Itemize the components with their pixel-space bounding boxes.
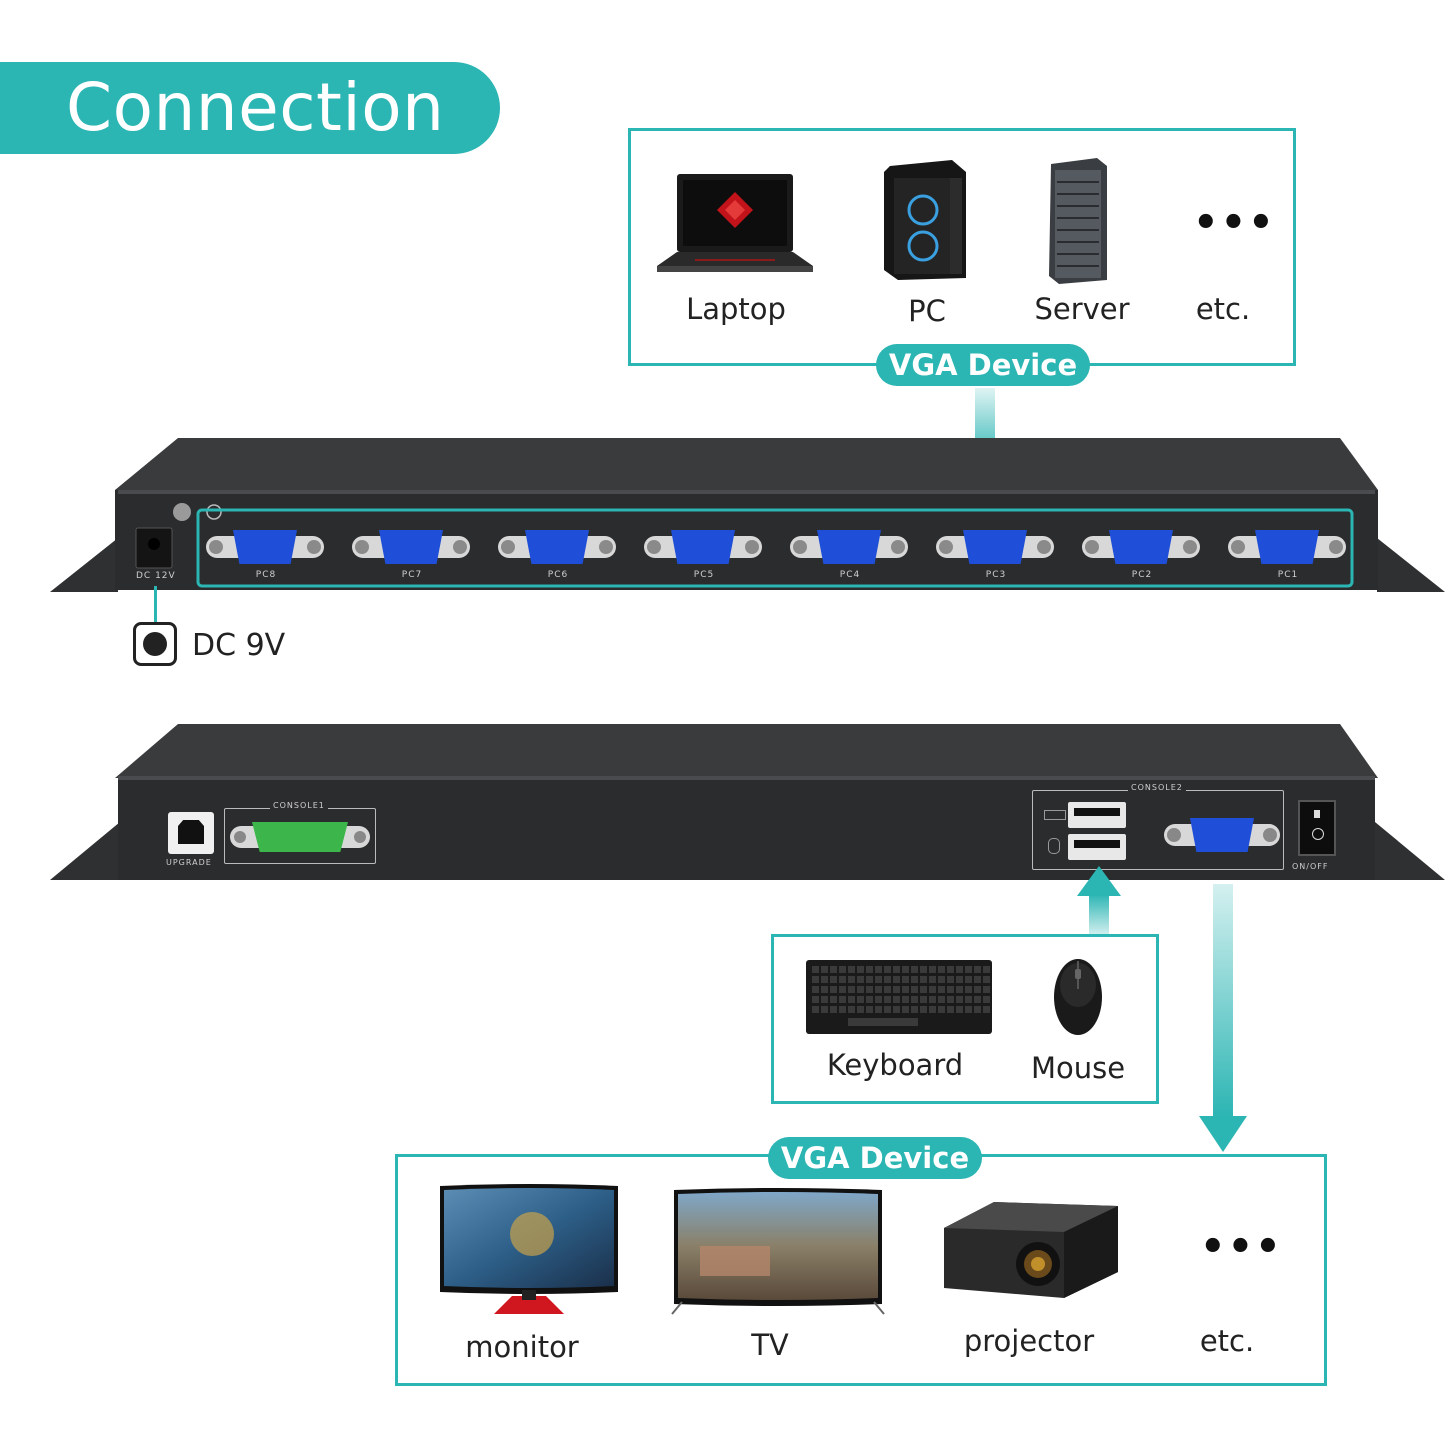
dvi-port: [230, 820, 370, 854]
etc-label: etc.: [1199, 1324, 1255, 1358]
pc-tower-icon: [884, 160, 966, 280]
vga-port-pc3: [936, 528, 1054, 564]
power-jack-icon: [133, 622, 177, 666]
usb-a-port-1: [1068, 802, 1126, 828]
keyboard-icon: [806, 960, 992, 1034]
arrow-down-output-icon: [1199, 884, 1247, 1152]
projector-label: projector: [963, 1324, 1095, 1358]
mouse-label: Mouse: [1030, 1051, 1126, 1085]
kvm-front-chassis: [50, 438, 1445, 592]
vga-port-pc8: [206, 528, 324, 564]
arrow-up-icon: [1077, 866, 1121, 938]
vga-port-pc5: [644, 528, 762, 564]
monitor-label: monitor: [465, 1330, 579, 1364]
vga-port-label: PC7: [401, 570, 423, 580]
tv-label: TV: [751, 1328, 789, 1362]
keyboard-port-icon: [1044, 810, 1066, 820]
power-switch: [1298, 800, 1336, 856]
vga-port-pc6: [498, 528, 616, 564]
title-banner: [0, 62, 500, 154]
server-icon: [1049, 158, 1107, 284]
power-callout-label: DC 9V: [192, 628, 286, 663]
pc-label: PC: [908, 294, 946, 328]
keyboard-label: Keyboard: [826, 1048, 964, 1082]
upgrade-label: UPGRADE: [166, 858, 212, 867]
vga-port-pc4: [790, 528, 908, 564]
projector-icon: [944, 1202, 1118, 1298]
vga-port-label: PC5: [693, 570, 715, 580]
dc-12v-label: DC 12V: [136, 571, 176, 581]
console2-label: CONSOLE2: [1128, 783, 1186, 792]
mouse-icon: [1054, 959, 1102, 1035]
monitor-icon: [440, 1184, 618, 1314]
etc-label: etc.: [1195, 292, 1251, 326]
vga-device-pill-top: VGA Device: [876, 344, 1090, 386]
vga-port-label: PC6: [547, 570, 569, 580]
vga-port-label: PC4: [839, 570, 861, 580]
ellipsis-icon: •••: [1193, 200, 1276, 246]
vga-device-pill-bottom: VGA Device: [768, 1137, 982, 1179]
ellipsis-icon: •••: [1200, 1224, 1283, 1270]
on-off-label: ON/OFF: [1292, 862, 1329, 871]
laptop-label: Laptop: [686, 292, 786, 326]
usb-b-upgrade-port: [168, 812, 214, 854]
vga-port-label: PC8: [255, 570, 277, 580]
usb-a-port-2: [1068, 834, 1126, 860]
console-vga-port: [1164, 816, 1280, 854]
vga-port-pc1: [1228, 528, 1346, 564]
tv-icon: [671, 1188, 885, 1315]
vga-port-label: PC1: [1277, 570, 1299, 580]
vga-port-label: PC3: [985, 570, 1007, 580]
page-title: Connection: [66, 69, 445, 146]
mouse-port-icon: [1048, 838, 1060, 854]
vga-port-pc7: [352, 528, 470, 564]
console1-label: CONSOLE1: [270, 801, 328, 810]
vga-port-label: PC2: [1131, 570, 1153, 580]
server-label: Server: [1034, 292, 1130, 326]
power-callout-line: [154, 586, 157, 624]
vga-port-pc2: [1082, 528, 1200, 564]
laptop-icon: [657, 174, 813, 272]
